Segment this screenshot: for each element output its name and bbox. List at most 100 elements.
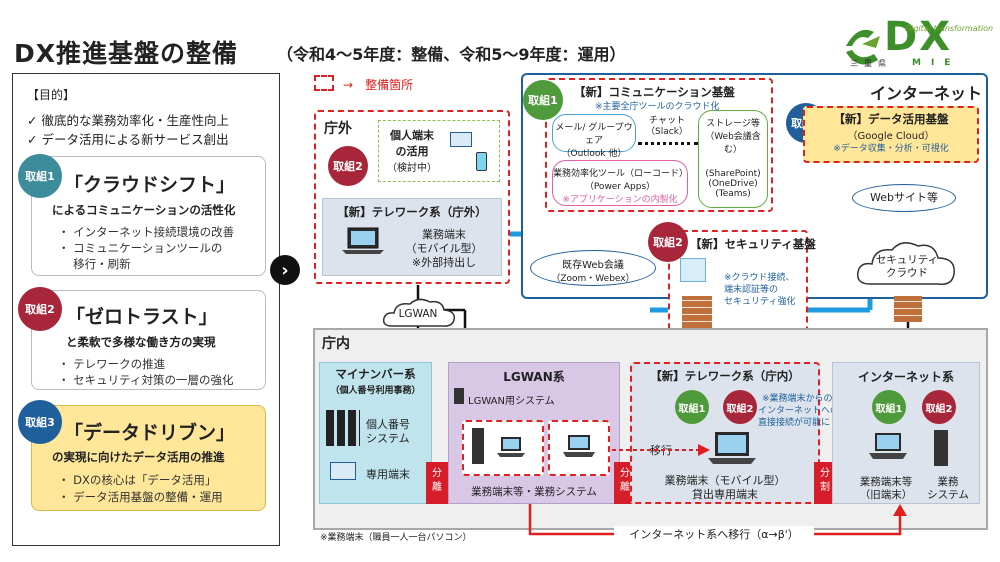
legend-dashed-box xyxy=(314,75,334,91)
security-platform-title: 【新】セキュリティ基盤 xyxy=(690,237,816,251)
initiative-bullet: ・ コミュニケーションツールの xyxy=(58,241,223,255)
telework-inside-note: インターネットへの xyxy=(758,406,840,416)
initiative-title: 「データドリブン」 xyxy=(64,422,236,444)
telework-inside-note: 直接接続が可能に xyxy=(758,418,831,428)
data-platform-box xyxy=(803,106,979,163)
initiative-badge: 取組1 xyxy=(675,390,709,424)
initiative-badge: 取組1 xyxy=(18,154,62,198)
page-title: DX推進基盤の整備 xyxy=(14,39,239,68)
storage-teams: (Teams) xyxy=(715,189,751,199)
smartphone-icon xyxy=(476,152,487,171)
separation-marker: 分割 xyxy=(814,462,836,504)
security-cloud-sub: クラウド xyxy=(886,267,928,279)
mynumber-system-label: 個人番号 xyxy=(366,418,410,431)
separation-char: 離 xyxy=(432,482,442,493)
separation-char: 分 xyxy=(432,468,442,479)
laptop-icon xyxy=(706,430,758,466)
lowcode-label: 業務効率化ツール（ローコード） xyxy=(553,169,689,179)
communication-platform-title: 【新】コミュニケーション基盤 xyxy=(574,85,735,99)
initiative-badge: 取組2 xyxy=(648,222,688,262)
initiative-subtitle: と柔軟で多様な働き方の実現 xyxy=(66,335,216,349)
laptop-icon xyxy=(340,226,386,256)
laptop-icon xyxy=(330,462,356,480)
internet-system-box xyxy=(832,362,980,504)
laptop-icon xyxy=(496,436,526,458)
initiative-subtitle: の実現に向けたデータ活用の推進 xyxy=(52,450,225,464)
laptop-icon xyxy=(450,132,472,147)
mie-text: MIE xyxy=(912,58,961,68)
storage-box: ストレージ等 （Web会議含む） (SharePoint) (OneDrive)… xyxy=(698,110,768,208)
separation-char: 分 xyxy=(820,468,830,479)
lowcode-note: ※アプリケーションの内製化 xyxy=(562,195,678,205)
footnote: ※業務端末（職員一人一台パソコン） xyxy=(320,533,472,543)
chat-sub: （Slack） xyxy=(646,127,688,137)
dx-logo-text: DX xyxy=(884,14,953,60)
purpose-item: ✓ データ活用による新サービス創出 xyxy=(27,132,229,147)
data-platform-note: ※データ収集・分析・可視化 xyxy=(833,144,949,154)
initiative-bullet: ・ DXの核心は「データ活用」 xyxy=(58,473,217,487)
chevron-right-icon: › xyxy=(270,255,300,285)
telework-inside-caption: 業務端末（モバイル型） xyxy=(664,474,786,487)
dx-logo-caption: Digital transformation xyxy=(905,24,994,33)
initiative-card-zerotrust xyxy=(31,290,266,390)
migration-arrow-label: インターネット系へ移行（α→β'） xyxy=(614,526,814,542)
initiative-title: 「クラウドシフト」 xyxy=(64,174,236,196)
security-note-line: ※クラウド接続、 xyxy=(724,273,795,283)
initiative-badge: 取組2 xyxy=(723,390,757,424)
website-ellipse: Webサイト等 xyxy=(852,184,956,212)
authentication-icon xyxy=(680,258,706,282)
server-icon xyxy=(454,388,464,404)
webconf-label: 既存Web会議 xyxy=(562,260,624,271)
initiative-bullet: ・ テレワークの推進 xyxy=(58,357,166,371)
webconf-sub: （Zoom・Webex） xyxy=(551,274,635,284)
initiative-title: 「ゼロトラスト」 xyxy=(66,306,218,328)
lgwan-mobile-box xyxy=(548,420,610,476)
initiative-card-datadriven xyxy=(31,405,266,511)
storage-sharepoint: (SharePoint) xyxy=(705,169,761,179)
personal-device-label: 個人端末 xyxy=(390,129,434,142)
personal-device-box: 個人端末 の活用 （検討中） xyxy=(378,120,500,182)
separation-char: 離 xyxy=(620,482,630,493)
storage-sub: （Web会議含む） xyxy=(705,132,761,155)
initiative-badge: 取組1 xyxy=(523,80,563,120)
personal-device-sub: の活用 xyxy=(395,145,429,158)
legend-label: → 整備箇所 xyxy=(343,76,413,93)
communication-platform-note: ※主要全庁ツールのクラウド化 xyxy=(595,102,720,112)
storage-onedrive: (OneDrive) xyxy=(708,179,758,189)
initiative-bullet: 移行・刷新 xyxy=(58,257,131,271)
initiative-subtitle: によるコミュニケーションの活性化 xyxy=(52,203,236,217)
lgwan-caption: 業務端末等・業務システム xyxy=(471,486,597,498)
telework-inside-note: ※業務端末からの xyxy=(762,394,833,404)
initiative-badge: 取組2 xyxy=(922,390,956,424)
initiative-badge: 取組2 xyxy=(328,146,368,186)
chat-dotted-link xyxy=(638,142,698,145)
chat-label: チャット xyxy=(649,116,685,126)
initiative-badge: 取組1 xyxy=(872,390,906,424)
inside-label: 庁内 xyxy=(322,336,350,352)
internet-terminal-sub: （旧端末） xyxy=(859,489,913,501)
personal-device-note: （検討中） xyxy=(387,163,437,174)
migrate-arrow-icon xyxy=(612,440,710,460)
mail-groupware-box: メール/ グループウェア （Outlook 他） xyxy=(552,114,636,159)
prefecture-name: 三重県 xyxy=(850,59,892,68)
legend-arrow: → xyxy=(343,78,354,92)
internet-label: インターネット xyxy=(870,84,983,103)
initiative-card-cloud xyxy=(31,156,266,276)
separation-char: 割 xyxy=(820,482,830,493)
lowcode-sub: （Power Apps） xyxy=(584,182,656,192)
telework-device-type: （モバイル型） xyxy=(405,242,483,255)
internet-terminal-label: 業務端末等 xyxy=(859,476,913,488)
lowcode-box: 業務効率化ツール（ローコード） （Power Apps） ※アプリケーションの内… xyxy=(552,160,688,206)
separation-char: 分 xyxy=(620,468,630,479)
lgwan-title: LGWAN系 xyxy=(503,370,565,384)
outside-label: 庁外 xyxy=(324,121,352,137)
webconf-ellipse: 既存Web会議 （Zoom・Webex） xyxy=(530,250,656,286)
initiative-bullet: ・ インターネット接続環境の改善 xyxy=(58,225,235,239)
mynumber-terminal-label: 専用端末 xyxy=(366,468,410,481)
telework-inside-caption: 貸出専用端末 xyxy=(692,488,758,501)
telework-device-label: 業務端末 xyxy=(422,228,466,241)
storage-label: ストレージ等 xyxy=(706,119,760,129)
mail-groupware-sub: （Outlook 他） xyxy=(561,149,627,159)
legend-text: 整備箇所 xyxy=(365,78,414,92)
